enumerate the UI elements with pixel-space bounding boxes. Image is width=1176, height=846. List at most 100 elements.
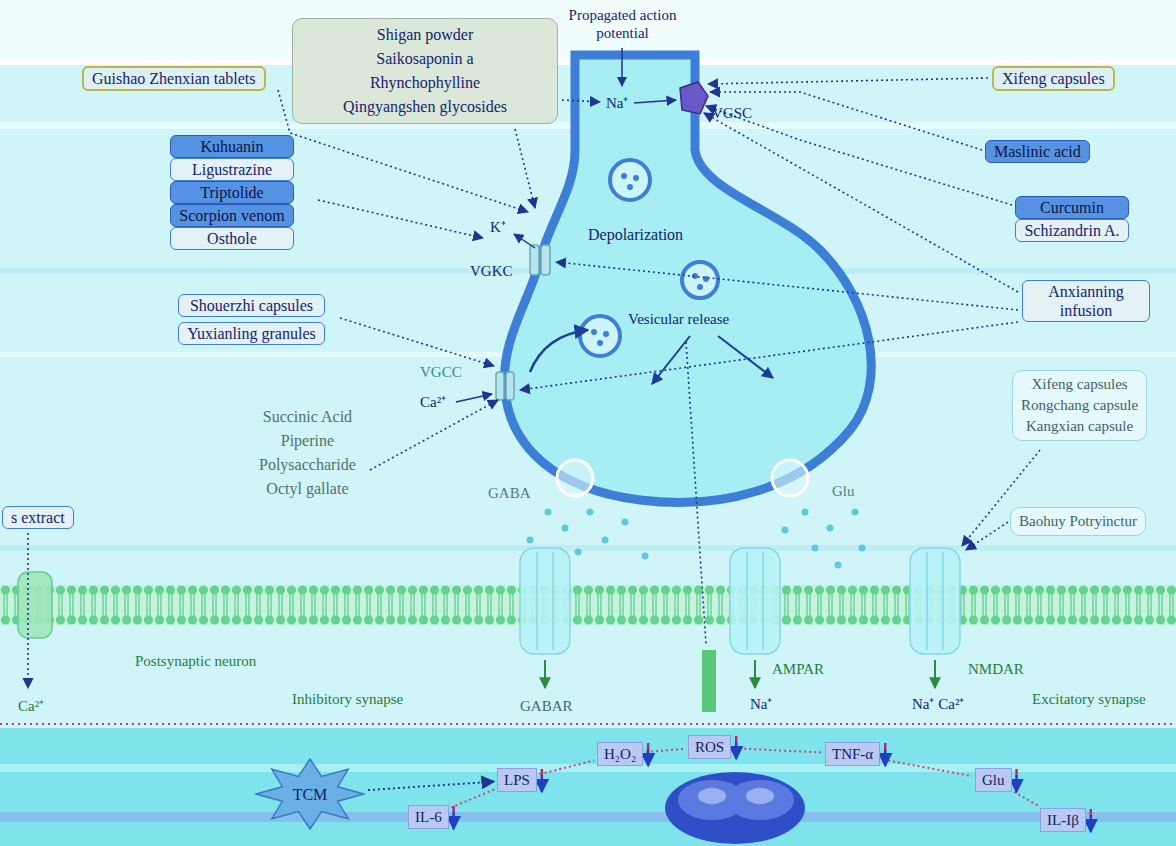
node-text: IL-6 [415,808,442,826]
pathway-connector [368,782,494,791]
brain-part [746,788,774,804]
node-text: Triptolide [179,183,285,202]
vesicle-content-part [591,329,597,335]
vesicle-content-part [621,173,627,179]
leader-line-part [520,322,1018,390]
vgkc-channel-part [530,245,539,275]
leader-line-part [708,78,988,84]
node-text: Scorpion venom [179,206,285,225]
glu-molecules-part [827,525,834,532]
diagram-label: Postsynaptic neuron [135,652,256,670]
bottom-band [0,728,1176,846]
bottom-band-part [0,812,1176,822]
leader-line-part [704,113,1018,292]
factor-box: ROS [688,735,731,759]
diagram-label: K⁺ [490,218,506,236]
exocytosis-vesicle [557,460,808,496]
leader-line-part [27,533,29,688]
diagram-label: Excitatory synapse [1032,690,1146,708]
release-arrow-part [652,336,690,384]
receptor-part [942,552,944,650]
pathway-connector [1014,792,1039,807]
node-text: TCM [293,785,328,804]
receptor-part [730,548,780,654]
diagram-label: Ca²⁺ [420,393,446,411]
node-text: ROS [695,738,724,756]
presynaptic-terminal [504,55,871,502]
vesicle-content-part [603,331,609,337]
synapse-divider-part [0,723,1176,725]
node-text: Succinic Acid [259,405,356,429]
synapse-divider [0,724,1176,725]
decrease-arrow-tail [541,769,544,775]
pathway-connector [451,790,494,808]
node-text: Rongchang capsule [1021,395,1138,416]
node-text: Baohuy Potryinctur [1019,511,1137,532]
diagram-label: Vesicular release [628,310,729,328]
node-text: Polysaccharide [259,453,356,477]
node-text: Saikosaponin a [301,47,549,71]
star-outline [256,759,364,829]
bottom-band-part [0,728,1176,846]
gaba-molecules-part [527,537,534,544]
compound-box: Ligustrazine [170,158,294,181]
receptor-part [18,572,52,638]
ion-arrow-part [514,234,535,248]
glu-molecules-part [852,509,859,516]
remedy-box: Xifeng capsules [992,66,1115,91]
compound-box: Curcumin [1015,196,1129,219]
vgcc-channel-part [496,372,504,400]
node-text: Octyl gallate [259,477,356,501]
node-text: LPS [504,771,530,789]
diagram-label: VGKC [470,262,513,280]
vgcc-channel [496,372,514,400]
compound-box: s extract [2,506,74,529]
synaptic-vesicle-part [580,316,620,356]
diagram-label: VGSC [712,104,752,122]
diagram-label: GABA [488,484,531,502]
node-text: Maslinic acid [994,142,1081,161]
compound-box: Osthole [170,227,294,250]
receptor-part [746,552,748,650]
brain-part [698,788,726,804]
glu-molecules-part [812,545,819,552]
glu-molecules [782,509,866,569]
leader-line-part [562,100,600,102]
diagram-label: Na⁺ [606,94,629,112]
ion-flow-arrow [545,660,935,688]
compound-box: Triptolide [170,181,294,204]
leader-line-part [318,200,483,238]
ion-flow-arrow-part [544,660,546,688]
compound-box: Yuxianling granules [178,322,325,345]
decrease-arrow [541,775,544,792]
pathway-connector [734,748,822,752]
decrease-arrow [452,812,455,829]
compound-list: Succinic AcidPiperinePolysaccharideOctyl… [255,405,360,501]
compound-box: Shouerzhi capsules [178,294,325,317]
leader-line-part [370,400,498,470]
tcm-star: TCM [255,758,365,830]
node-text: Rhynchophylline [301,71,549,95]
gaba-molecules-part [642,553,649,560]
node-text: Shigan powder [301,23,549,47]
ion-arrow-part [634,100,676,103]
postsynaptic-membrane [0,585,1176,625]
gaba-molecules-part [622,519,629,526]
gaba-molecules-part [562,525,569,532]
compound-box: Anxianning infusion [1022,280,1150,322]
pathway-connector [883,760,972,777]
node-text: Kangxian capsule [1021,416,1138,437]
decrease-arrow-tail [452,806,455,812]
receptor-part [762,552,764,650]
leader-line [28,78,1040,688]
diagram-label: AMPAR [772,660,824,678]
diagram-label: Na⁺ Ca²⁺ [912,695,964,713]
decrease-arrow [1015,775,1018,792]
vesicle-content-part [627,184,633,190]
remedy-box: Baohuy Potryinctur [1010,507,1146,536]
exocytosis-vesicle-part [557,460,593,496]
pathway-connector [540,761,594,775]
